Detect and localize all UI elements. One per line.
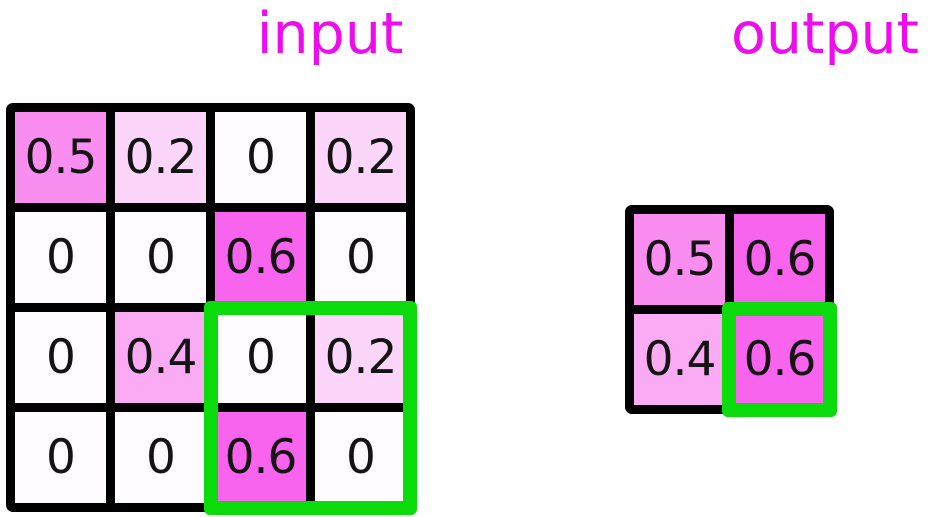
input-cell-r1c2: 0.6 [215, 212, 306, 303]
input-cell-r1c1: 0 [115, 212, 206, 303]
input-cell-r3c3: 0 [315, 412, 406, 503]
input-cell-r2c0: 0 [15, 312, 106, 403]
input-cell-r2c3: 0.2 [315, 312, 406, 403]
input-cell-r3c0: 0 [15, 412, 106, 503]
output-cell-r0c0: 0.5 [634, 214, 725, 305]
input-cell-r1c0: 0 [15, 212, 106, 303]
output-cell-r1c0: 0.4 [634, 314, 725, 405]
input-cell-r2c2: 0 [215, 312, 306, 403]
output-cell-r0c1: 0.6 [734, 214, 825, 305]
input-title: input [256, 1, 404, 67]
input-cell-r0c2: 0 [215, 112, 306, 203]
input-cell-r0c1: 0.2 [115, 112, 206, 203]
input-cell-r3c2: 0.6 [215, 412, 306, 503]
input-cell-r0c3: 0.2 [315, 112, 406, 203]
input-cell-r3c1: 0 [115, 412, 206, 503]
output-cell-r1c1: 0.6 [734, 314, 825, 405]
input-matrix: 0.5 0.2 0 0.2 0 0 0.6 0 0 0.4 0 0.2 0 0 … [6, 103, 415, 512]
output-matrix: 0.5 0.6 0.4 0.6 [625, 205, 834, 414]
output-title: output [730, 1, 919, 67]
input-cell-r1c3: 0 [315, 212, 406, 303]
input-cell-r0c0: 0.5 [15, 112, 106, 203]
input-cell-r2c1: 0.4 [115, 312, 206, 403]
